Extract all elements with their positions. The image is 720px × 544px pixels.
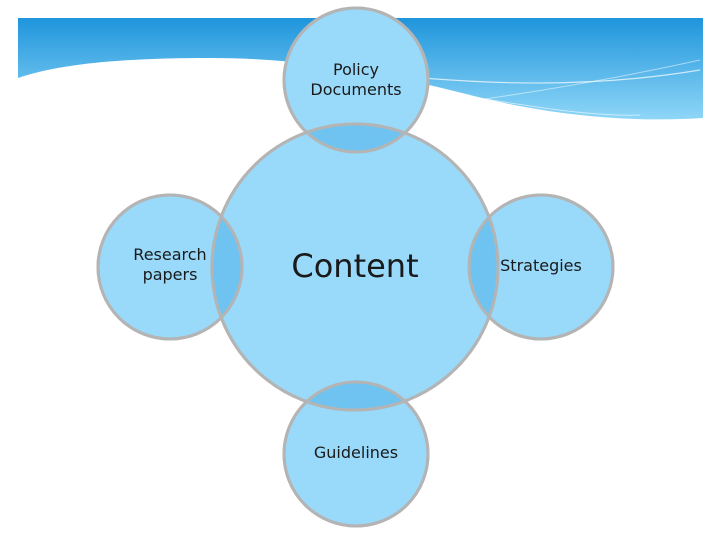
- outline-left: [96, 193, 244, 341]
- banner-swoosh-line: [419, 59, 701, 109]
- outline-center: [210, 122, 500, 412]
- label-strategies: Strategies: [500, 256, 582, 275]
- outline-top: [282, 6, 430, 154]
- label-policy-documents: Policy Documents: [310, 60, 402, 99]
- label-guidelines: Guidelines: [313, 443, 399, 462]
- outline-bottom: [282, 380, 430, 528]
- circle-outlines: [96, 6, 615, 528]
- outline-right: [467, 193, 615, 341]
- label-content: Content: [291, 247, 419, 285]
- label-research-papers: Research papers: [133, 245, 207, 284]
